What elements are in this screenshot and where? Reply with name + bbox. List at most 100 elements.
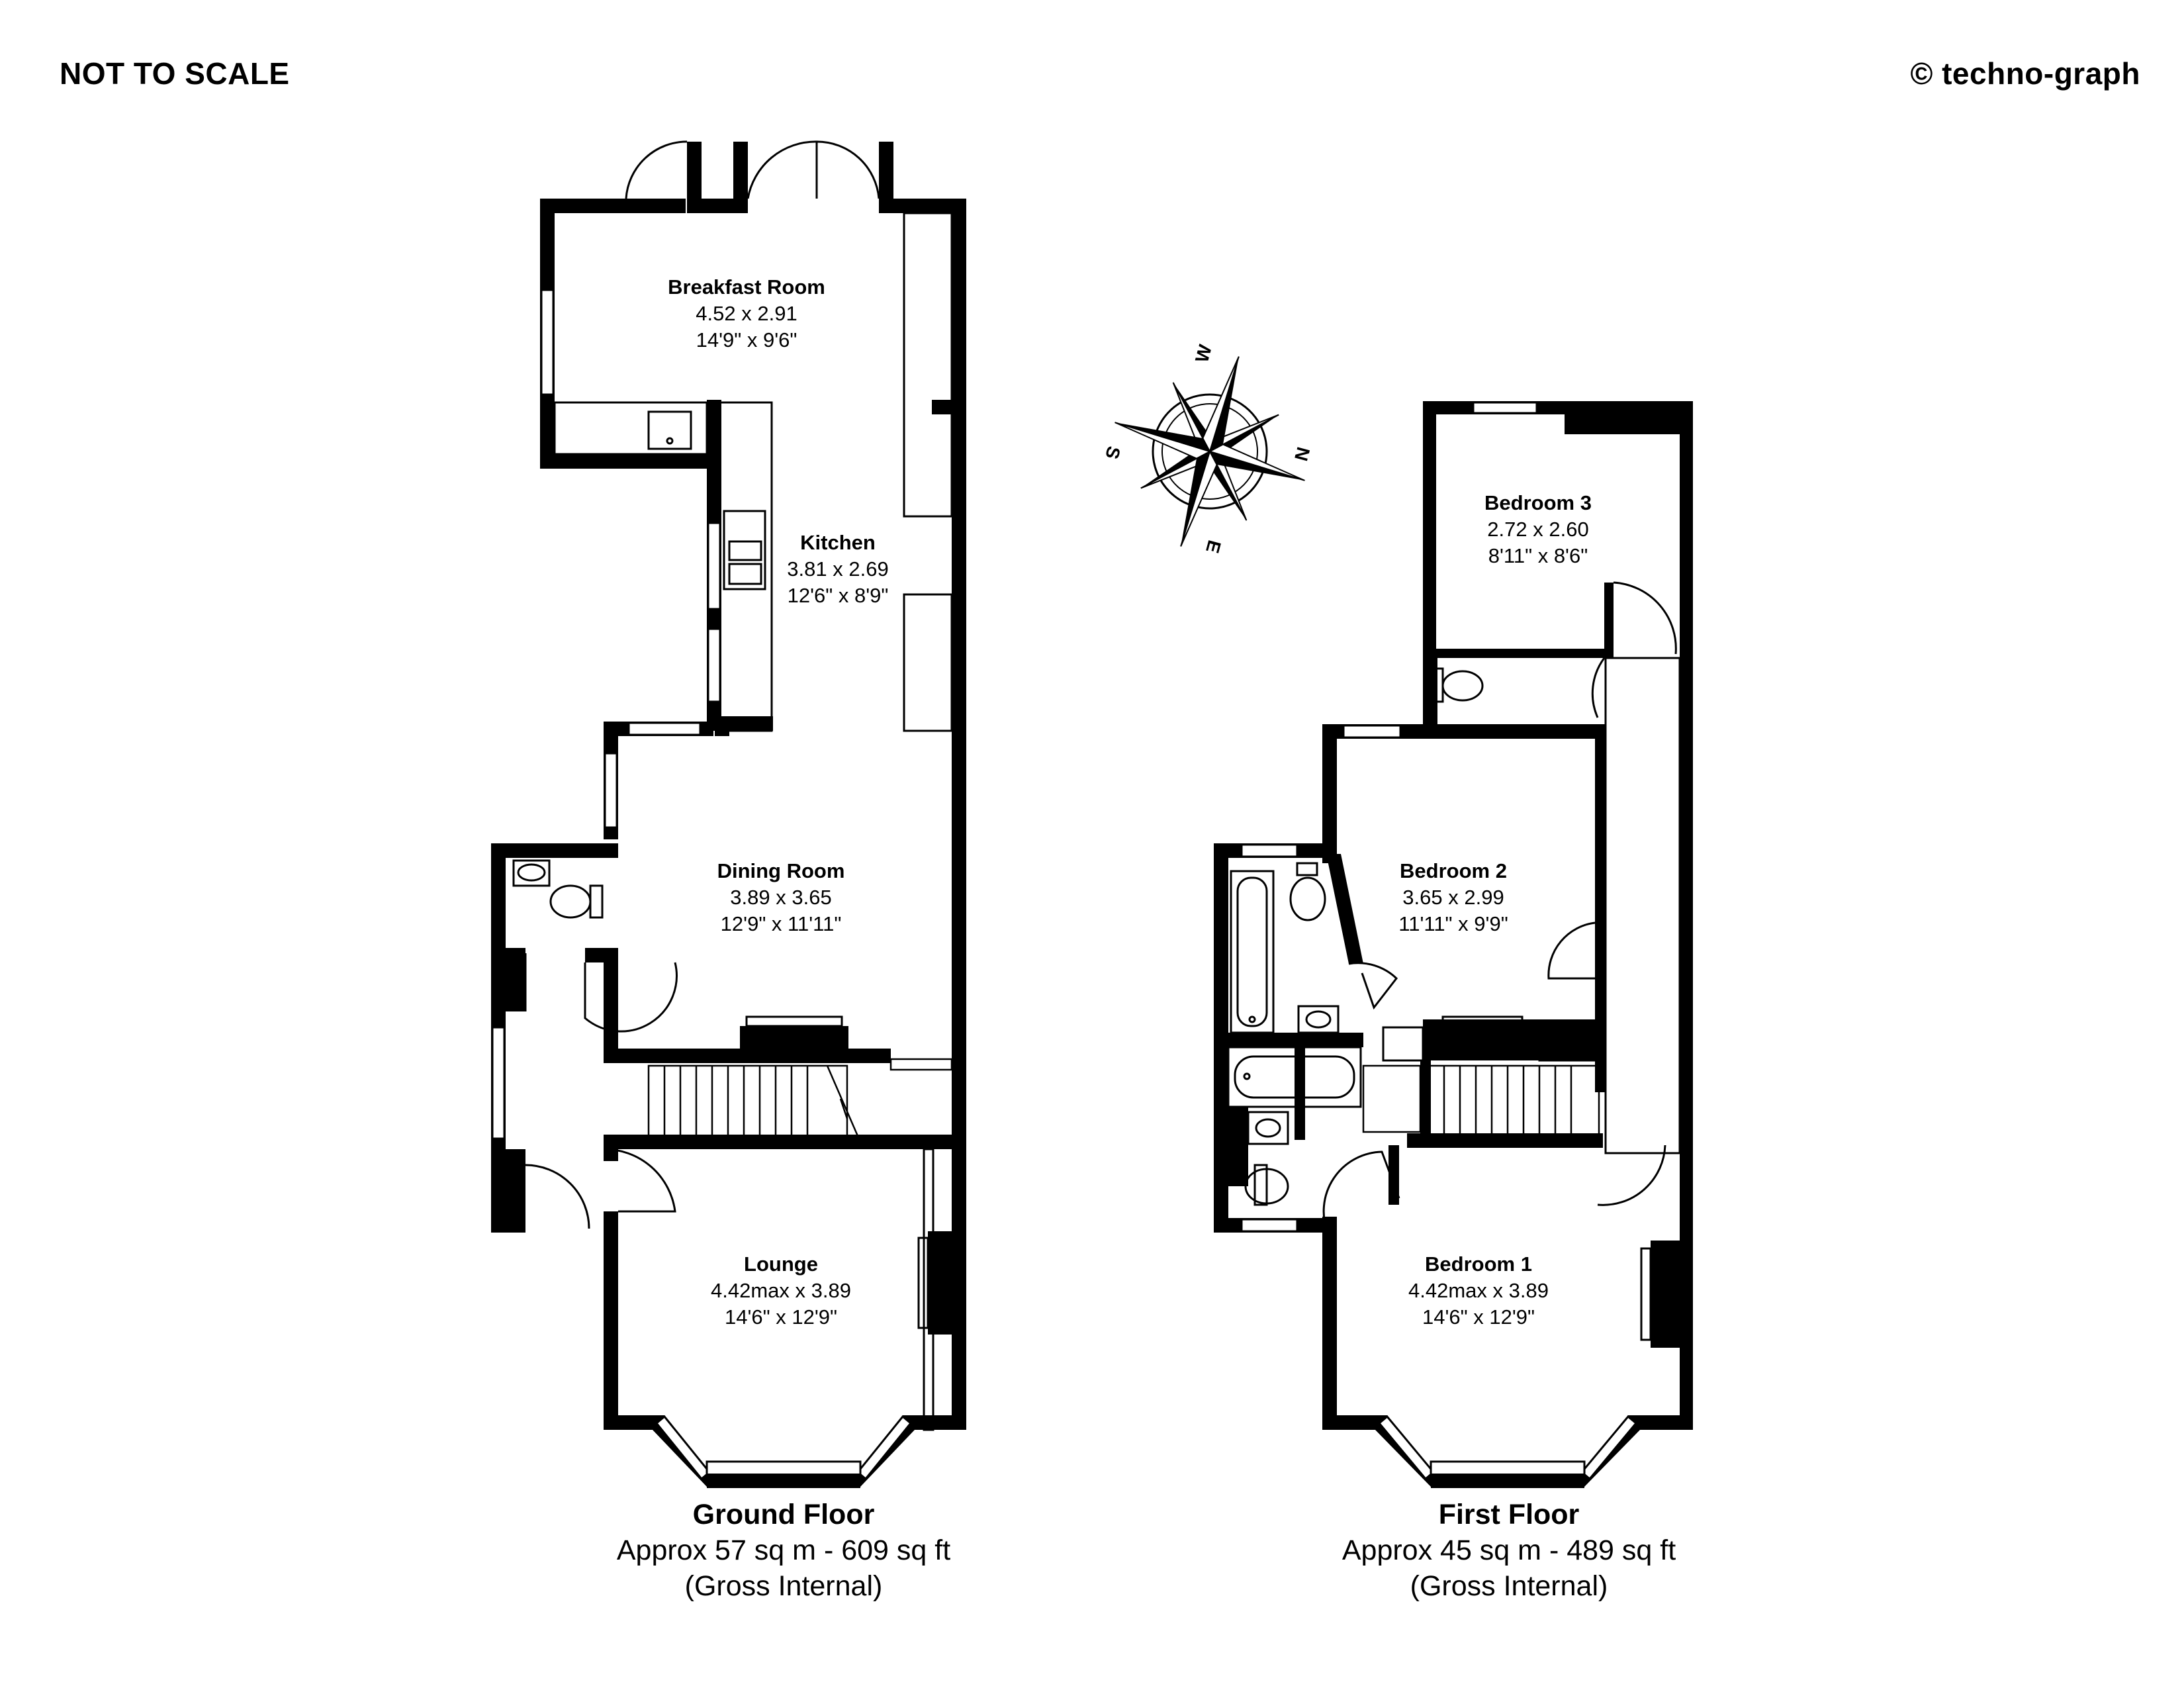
bedroom3-west-wall [1423, 401, 1436, 653]
compass-east-label: E [1202, 538, 1225, 555]
room-metric: 4.42max x 3.89 [711, 1279, 851, 1302]
floor-area: Approx 45 sq m - 489 sq ft [1342, 1534, 1676, 1566]
copyright-notice: © techno-graph [1910, 56, 2140, 91]
bathroom-door [1348, 962, 1398, 1010]
bath-drain [1243, 1072, 1251, 1080]
kitchen-worktop [719, 401, 773, 732]
room-name: Bedroom 3 [1484, 491, 1592, 514]
dining-window [627, 722, 702, 736]
room-name: Bedroom 2 [1400, 859, 1507, 882]
floor-title: Ground Floor [693, 1499, 875, 1530]
door-jamb [879, 142, 893, 213]
french-door-leaf [747, 140, 818, 199]
first-east-wall [1680, 401, 1693, 1427]
front-door [525, 1164, 590, 1229]
bedroom2-cupboard [1538, 1026, 1596, 1062]
floor-title: First Floor [1439, 1499, 1580, 1530]
room-label-breakfast: Breakfast Room 4.52 x 2.91 14'9" x 9'6" [668, 275, 825, 352]
room-metric: 3.81 x 2.69 [787, 557, 888, 581]
landing-nib [889, 1058, 953, 1071]
sink-bowl [728, 563, 762, 585]
wc-box-wall [1228, 1107, 1248, 1186]
room-label-lounge: Lounge 4.42max x 3.89 14'6" x 12'9" [711, 1252, 851, 1329]
room-metric: 4.42max x 3.89 [1408, 1279, 1549, 1302]
first-floor-plan [1214, 401, 1693, 1488]
dining-west-wall-lower [604, 962, 618, 1063]
wc-basin-bowl [517, 863, 546, 882]
bedroom2-east-wall [1595, 724, 1606, 1092]
floor-area-basis: (Gross Internal) [685, 1570, 883, 1602]
room-label-kitchen: Kitchen 3.81 x 2.69 12'6" x 8'9" [787, 531, 888, 607]
floor-area: Approx 57 sq m - 609 sq ft [617, 1534, 950, 1566]
room-imperial: 12'9" x 11'11" [721, 912, 842, 935]
ground-floor-caption: Ground Floor Approx 57 sq m - 609 sq ft … [617, 1499, 950, 1602]
ground-floor-plan [491, 140, 966, 1488]
room-metric: 3.65 x 2.99 [1402, 886, 1504, 909]
room-label-bedroom2: Bedroom 2 3.65 x 2.99 11'11" x 9'9" [1398, 859, 1508, 935]
wc-cistern [589, 884, 604, 919]
bathroom-window [1240, 843, 1298, 858]
dining-chimney-breast [740, 1026, 848, 1063]
room-label-bedroom1: Bedroom 1 4.42max x 3.89 14'6" x 12'9" [1408, 1252, 1549, 1329]
french-door-left-leaf [625, 140, 688, 199]
room-name: Bedroom 1 [1425, 1252, 1532, 1276]
compass-west-label: W [1191, 342, 1216, 365]
bedroom2-hearth [1441, 1015, 1524, 1027]
wc-basin-bowl [1255, 1118, 1281, 1138]
french-door-leaf [815, 140, 880, 199]
kitchen-sink [723, 510, 766, 590]
bay-window-left [1377, 1415, 1435, 1481]
wc-toilet [1441, 670, 1484, 702]
bathroom-west-wall [1214, 843, 1228, 1231]
landing-corridor [1604, 657, 1681, 1154]
kitchen-worktop-east [903, 212, 953, 518]
lounge-north-wall [604, 1135, 966, 1149]
not-to-scale-note: NOT TO SCALE [60, 56, 290, 91]
bedroom1-hearth [1640, 1247, 1652, 1341]
porch-jamb [506, 1149, 525, 1233]
room-label-bedroom3: Bedroom 3 2.72 x 2.60 8'11" x 8'6" [1484, 491, 1592, 567]
landing-door [1591, 657, 1606, 718]
wc-north-wall [491, 843, 618, 858]
bedroom1-chimney [1651, 1241, 1680, 1348]
bay-front-wall [1431, 1474, 1584, 1488]
bedroom3-door [1613, 581, 1677, 655]
bay-window-right [1580, 1415, 1638, 1481]
bedroom2-cupboard [1382, 1026, 1424, 1062]
kitchen-window-upper [707, 522, 721, 610]
room-name: Lounge [744, 1252, 818, 1276]
wall-nib [604, 1135, 618, 1161]
room-label-dining: Dining Room 3.89 x 3.65 12'9" x 11'11" [717, 859, 845, 935]
wc-partition [506, 948, 525, 1011]
dining-side-window [604, 752, 618, 829]
bay-front-wall [707, 1474, 860, 1488]
compass-north-label: N [1291, 445, 1314, 463]
breakfast-north-wall-left [540, 199, 686, 213]
first-floor-caption: First Floor Approx 45 sq m - 489 sq ft (… [1342, 1499, 1676, 1602]
room-imperial: 14'6" x 12'9" [725, 1305, 837, 1329]
bathroom-toilet [1289, 876, 1326, 921]
bedroom2-west-wall [1322, 724, 1337, 863]
ground-east-wall [952, 199, 966, 1149]
bay-window-right [856, 1415, 913, 1481]
bathroom-cistern [1296, 862, 1318, 876]
wc-basin [1247, 1111, 1289, 1145]
lounge-door [603, 1148, 676, 1213]
wc-toilet [549, 884, 592, 919]
room-metric: 3.89 x 3.65 [730, 886, 831, 909]
breakfast-window [540, 289, 555, 396]
bedroom3-south-wall [1436, 649, 1604, 658]
room-name: Dining Room [717, 859, 845, 882]
bath-tub-inner [1236, 876, 1268, 1027]
lounge-chimney-breast [928, 1231, 966, 1335]
bedroom1-door [1322, 1150, 1400, 1233]
room-imperial: 12'6" x 8'9" [788, 584, 889, 607]
bedroom2-window [1342, 724, 1402, 739]
breakfast-north-wall-mid [687, 199, 747, 213]
landing-door [1597, 1145, 1666, 1206]
breakfast-south-wall [540, 454, 721, 469]
compass-rose-icon [1115, 356, 1305, 547]
room-metric: 4.52 x 2.91 [696, 302, 797, 325]
wall-nib [715, 716, 729, 736]
